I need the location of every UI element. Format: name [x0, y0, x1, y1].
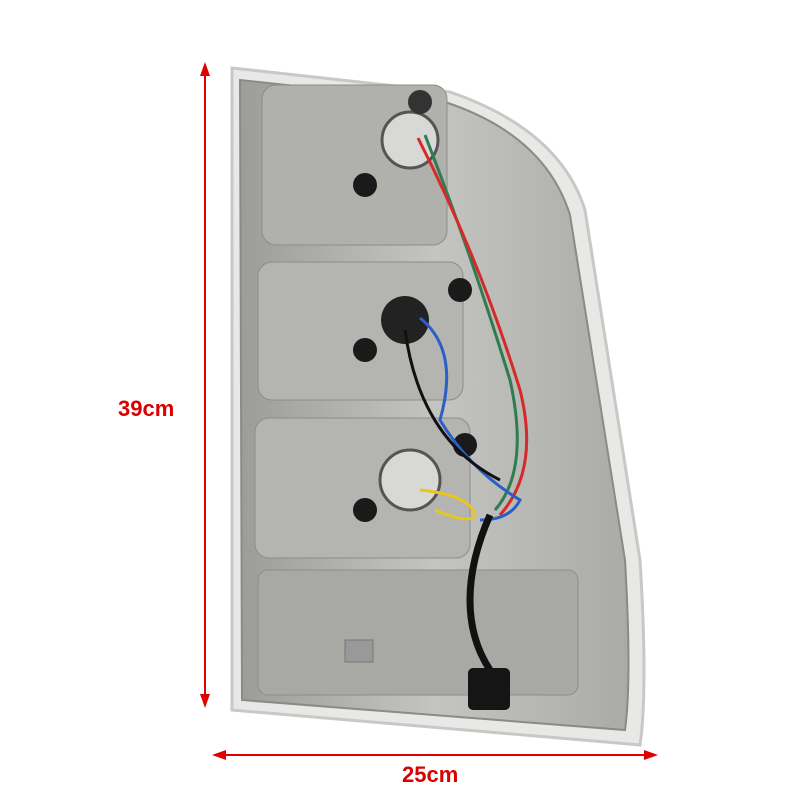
height-label: 39cm: [118, 396, 175, 421]
width-arrow: [212, 750, 658, 760]
width-label: 25cm: [402, 762, 459, 787]
connector-plug: [468, 668, 510, 710]
top-socket: [408, 90, 432, 114]
mounting-tab: [344, 639, 374, 663]
lower-bulb-socket: [378, 448, 442, 512]
wiring-harness: [403, 134, 529, 672]
middle-bulb-socket: [381, 296, 429, 344]
mounting-posts: [353, 173, 477, 522]
bottom-panel: [257, 569, 579, 696]
upper-bulb-socket: [380, 110, 440, 170]
height-arrow: [200, 62, 210, 708]
